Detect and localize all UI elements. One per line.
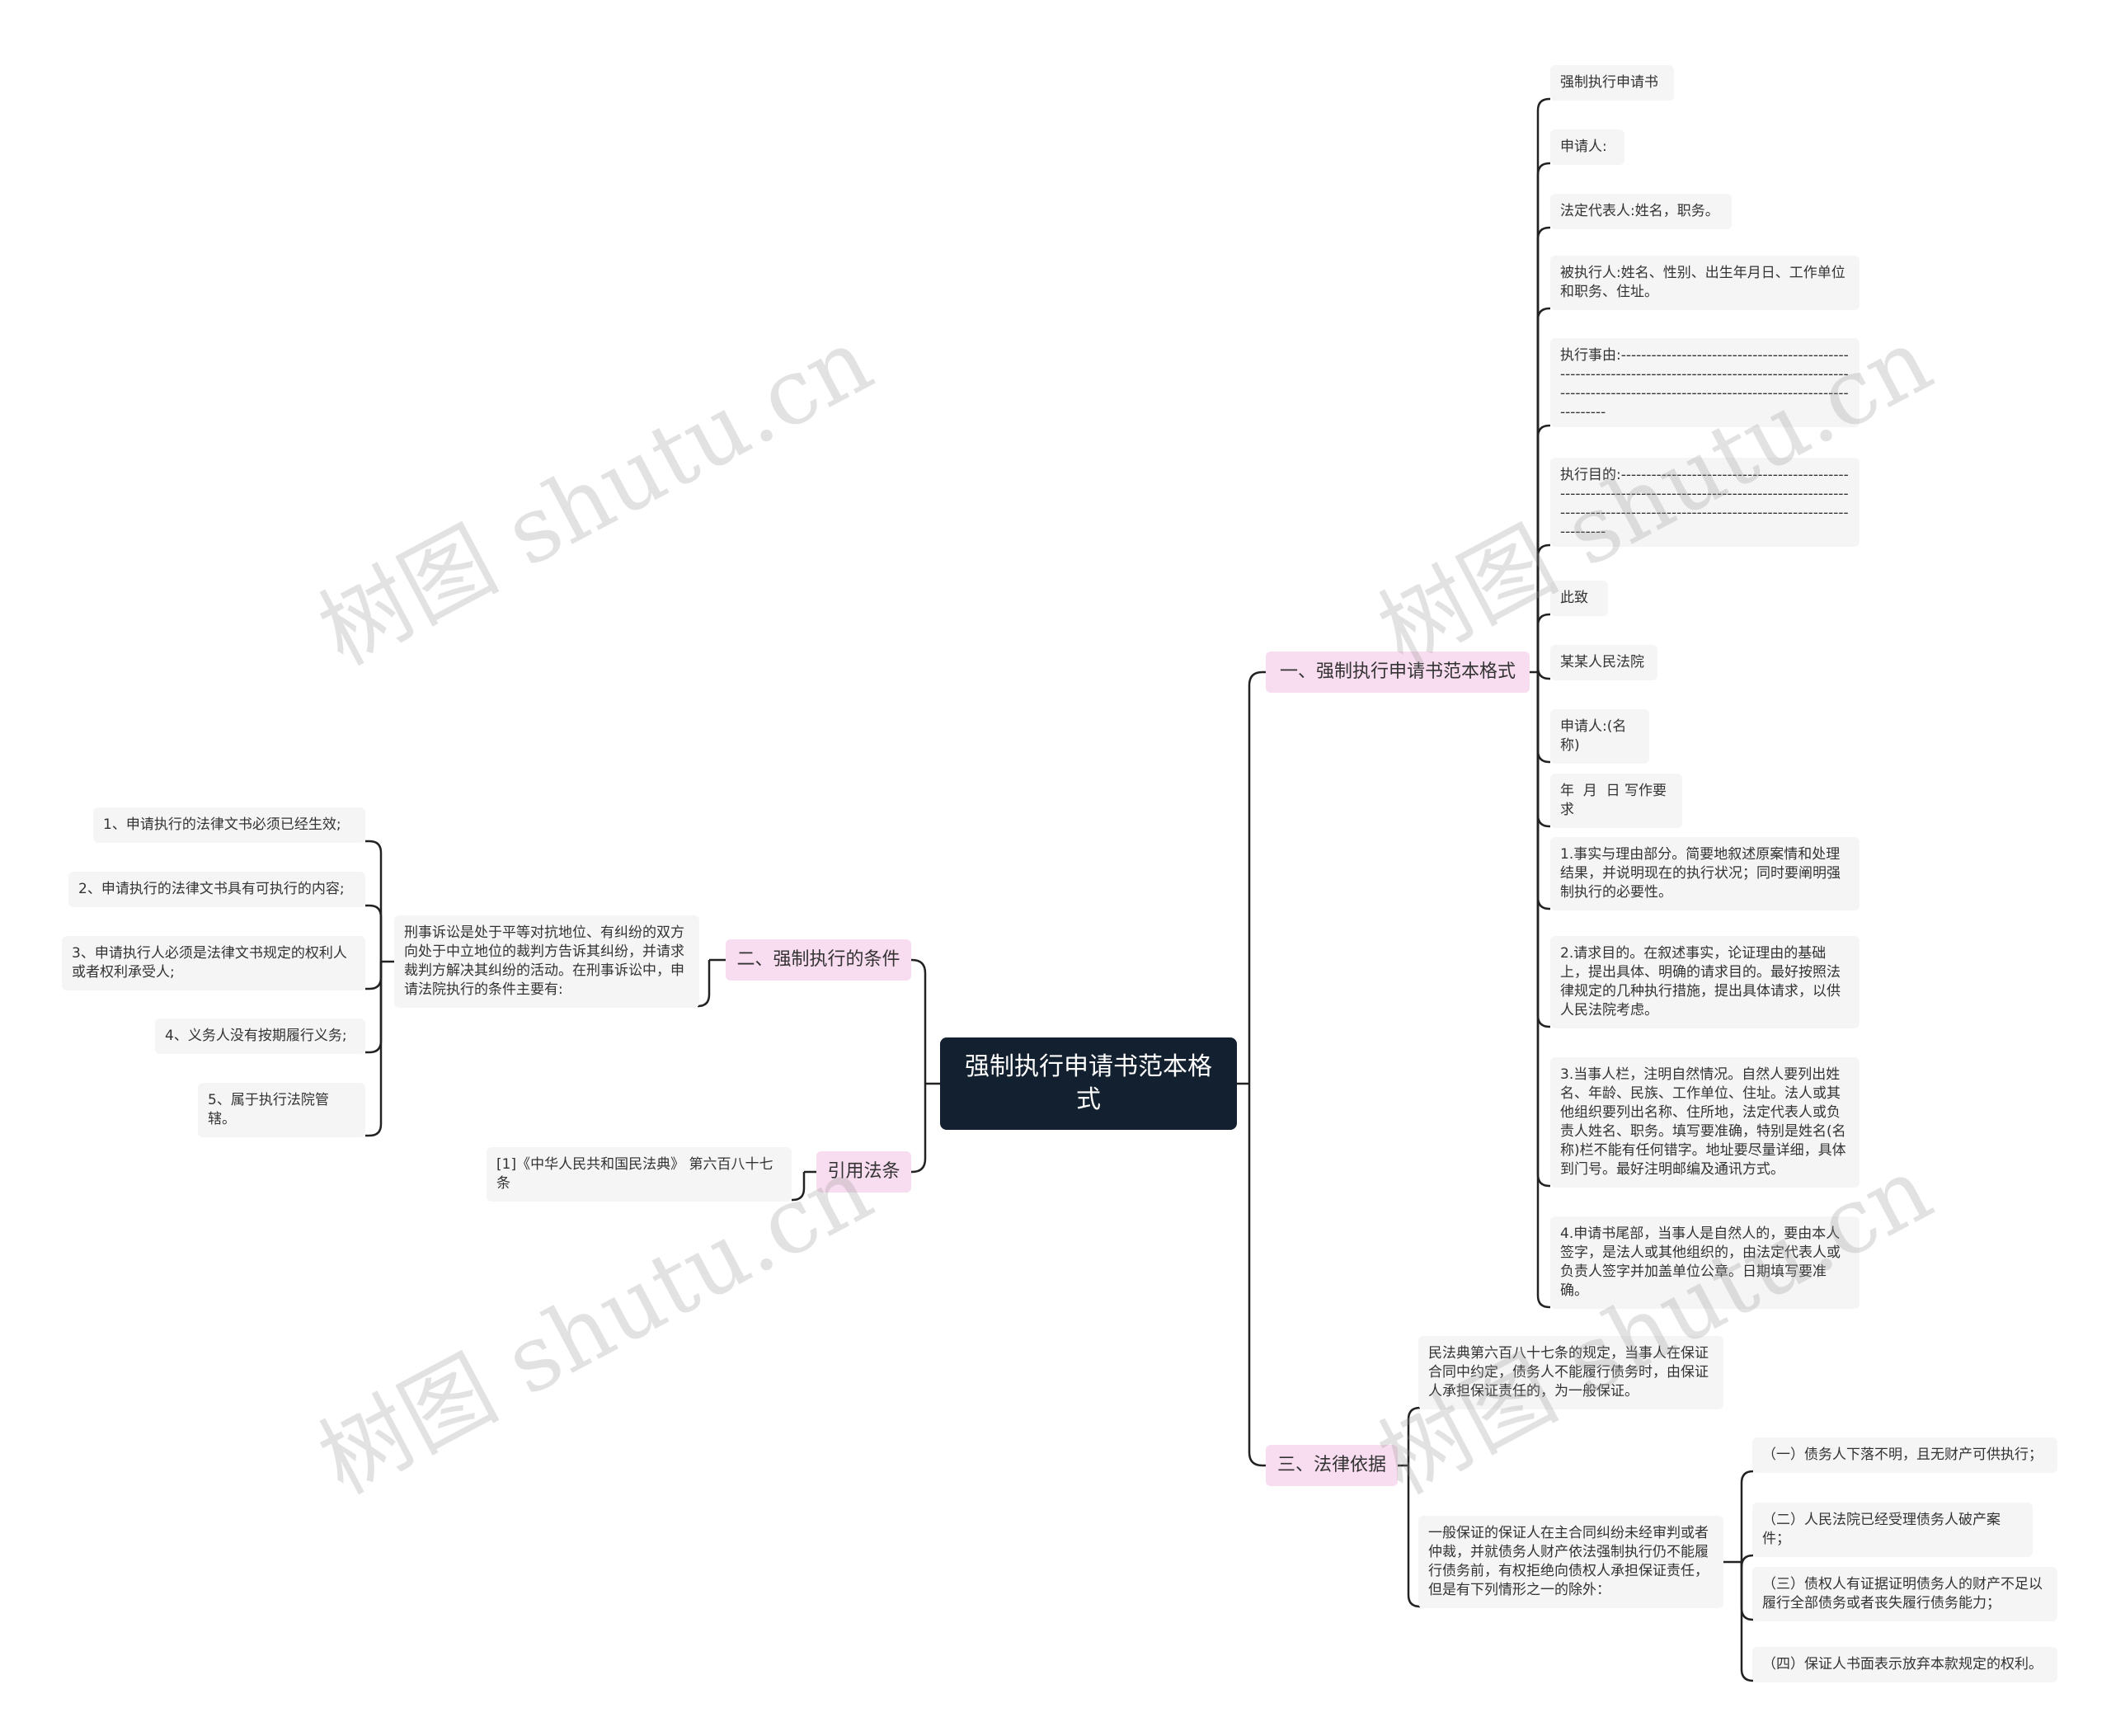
format-item[interactable]: 4.申请书尾部，当事人是自然人的，要由本人签字，是法人或其他组织的，由法定代表人… [1550, 1216, 1859, 1309]
branch-format[interactable]: 一、强制执行申请书范本格式 [1266, 652, 1530, 693]
format-item[interactable]: 年 月 日 写作要求 [1550, 774, 1682, 828]
condition-item[interactable]: 5、属于执行法院管辖。 [198, 1083, 365, 1137]
connector-line [1536, 672, 1550, 1188]
law-sub-item[interactable]: （三）债权人有证据证明债务人的财产不足以履行全部债务或者丧失履行债务能力； [1752, 1567, 2057, 1621]
cite-item[interactable]: [1]《中华人民共和国民法典》 第六百八十七条 [487, 1147, 792, 1202]
connector-line [792, 1172, 806, 1202]
connector-line [1536, 672, 1550, 910]
connector-line [1536, 672, 1550, 764]
connector-line [1740, 1562, 1754, 1621]
connector-line [1536, 672, 1550, 1028]
connector-line [1536, 226, 1550, 672]
connector-line [697, 960, 711, 1008]
format-item[interactable]: 执行事由:-----------------------------------… [1550, 338, 1859, 427]
branch-cite[interactable]: 引用法条 [816, 1151, 911, 1193]
law-item[interactable]: 一般保证的保证人在主合同纠纷未经审判或者仲裁，并就债务人财产依法强制执行仍不能履… [1418, 1516, 1723, 1608]
connector-line [365, 962, 383, 1137]
conditions-intro[interactable]: 刑事诉讼是处于平等对抗地位、有纠纷的双方向处于中立地位的裁判方告诉其纠纷，并请求… [394, 915, 699, 1008]
format-item[interactable]: 某某人民法院 [1550, 645, 1657, 680]
connector-line [1407, 1406, 1421, 1465]
condition-item[interactable]: 4、义务人没有按期履行义务; [155, 1019, 365, 1054]
branch-conditions[interactable]: 二、强制执行的条件 [726, 939, 911, 981]
condition-item[interactable]: 2、申请执行的法律文书具有可执行的内容; [68, 872, 365, 907]
law-sub-item[interactable]: （一）债务人下落不明，且无财产可供执行； [1752, 1437, 2057, 1473]
format-item[interactable]: 强制执行申请书 [1550, 65, 1674, 101]
connector-line [911, 1084, 927, 1174]
connector-line [365, 962, 383, 990]
format-item[interactable]: 法定代表人:姓名，职务。 [1550, 194, 1732, 229]
format-item[interactable]: 被执行人:姓名、性别、出生年月日、工作单位和职务、住址。 [1550, 256, 1859, 310]
format-item[interactable]: 申请人:(名称) [1550, 709, 1649, 764]
connector-line [365, 904, 383, 962]
connector-line [1740, 1562, 1754, 1682]
condition-item[interactable]: 1、申请执行的法律文书必须已经生效; [93, 807, 365, 843]
connector-line [1536, 666, 1550, 680]
connector-line [1536, 672, 1550, 828]
root-topic[interactable]: 强制执行申请书范本格式 [940, 1037, 1237, 1130]
connector-line [1248, 670, 1266, 1084]
connector-line [1740, 1470, 1754, 1562]
law-item[interactable]: 民法典第六百八十七条的规定，当事人在保证合同中约定，债务人不能履行债务时，由保证… [1418, 1336, 1723, 1409]
law-sub-item[interactable]: （二）人民法院已经受理债务人破产案件； [1752, 1503, 2033, 1557]
connector-line [365, 840, 383, 962]
connector-line [1536, 424, 1550, 672]
condition-item[interactable]: 3、申请执行人必须是法律文书规定的权利人或者权利承受人; [62, 936, 365, 990]
format-item[interactable]: 2.请求目的。在叙述事实，论证理由的基础上，提出具体、明确的请求目的。最好按照法… [1550, 936, 1859, 1028]
connector-line [1536, 97, 1550, 672]
connector-line [1536, 672, 1550, 1309]
format-item[interactable]: 申请人: [1550, 129, 1624, 165]
connector-line [1536, 162, 1550, 672]
format-item[interactable]: 3.当事人栏，注明自然情况。自然人要列出姓名、年龄、民族、工作单位、住址。法人或… [1550, 1057, 1859, 1188]
connector-line [365, 962, 383, 1054]
connector-line [1536, 543, 1550, 672]
connector-line [1536, 613, 1550, 672]
connector-line [1740, 1554, 1754, 1568]
connector-line [1536, 307, 1550, 672]
branch-law[interactable]: 三、法律依据 [1266, 1445, 1398, 1486]
format-item[interactable]: 执行目的:-----------------------------------… [1550, 458, 1859, 547]
law-sub-item[interactable]: （四）保证人书面表示放弃本款规定的权利。 [1752, 1647, 2057, 1682]
connector-line [1248, 1084, 1266, 1467]
format-item[interactable]: 此致 [1550, 581, 1608, 616]
format-item[interactable]: 1.事实与理由部分。简要地叙述原案情和处理结果，并说明现在的执行状况；同时要阐明… [1550, 837, 1859, 910]
connector-line [911, 958, 927, 1084]
